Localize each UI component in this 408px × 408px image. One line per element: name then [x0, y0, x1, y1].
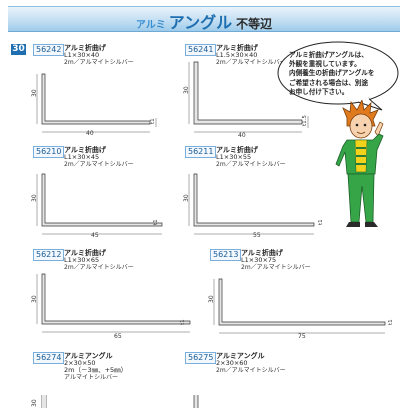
product-finish: アルマイトシルバー [64, 374, 118, 381]
height-dim: 30 [183, 194, 190, 202]
product-finish: 2m／アルマイトシルバー [216, 367, 286, 374]
product-name: アルミ折曲げ [216, 44, 258, 52]
product-dims: 2×30×50 [64, 359, 96, 367]
thickness-dim: t1 [153, 219, 159, 225]
product-name: アルミ折曲げ [64, 44, 106, 52]
product-code: 56274 [33, 352, 65, 364]
angle-drawing [36, 273, 191, 333]
angle-drawing [188, 61, 309, 133]
angle-drawing [41, 395, 47, 408]
product-code: 56211 [185, 146, 217, 158]
product-name: アルミアングル [216, 352, 265, 360]
product-finish: 2m／アルマイトシルバー [241, 264, 311, 271]
product-desc: アルミアングル 2×30×50 2m（－3㎜、+5㎜） アルマイトシルバー [64, 352, 127, 381]
height-dim: 30 [31, 194, 38, 202]
width-dim: 45 [91, 232, 99, 239]
thickness-dim: t1 [318, 219, 324, 225]
product-code: 56275 [185, 352, 217, 364]
product-finish: 2m／アルマイトシルバー [64, 264, 134, 271]
product-dims: L1×30×40 [64, 51, 100, 59]
width-dim: 40 [86, 130, 94, 137]
thickness-dim: t1 [150, 118, 156, 124]
product-length: 2m（－3㎜、+5㎜） [64, 366, 128, 374]
bubble-line: 外観を重視しています。 [289, 60, 361, 69]
title-prefix: アルミ [135, 20, 166, 31]
product-code: 56210 [33, 146, 65, 158]
product-desc: アルミ折曲げ L1.5×30×40 2m／アルマイトシルバー [216, 44, 286, 66]
width-dim: 40 [238, 132, 246, 139]
angle-drawing [36, 173, 163, 235]
product-dims: L1×30×75 [241, 256, 277, 264]
product-dims: L1×30×65 [64, 256, 100, 264]
angle-drawing [36, 73, 157, 133]
angle-drawing [193, 395, 199, 408]
page-title: アルミアングル不等辺 [8, 9, 400, 33]
bubble-line: お申し付け下さい。 [289, 87, 349, 96]
title-suffix: 不等辺 [236, 17, 273, 31]
bubble-line: ご希望される場合は、別途 [289, 78, 369, 87]
product-code: 56213 [210, 249, 242, 261]
header-banner: アルミアングル不等辺 [8, 6, 400, 32]
width-dim: 65 [114, 333, 122, 340]
page-number: 30 [11, 44, 26, 55]
product-dims: L1×30×55 [216, 153, 252, 161]
thickness-dim: t1 [180, 319, 186, 325]
height-dim: 30 [208, 295, 215, 303]
thickness-dim: t1 [388, 319, 394, 325]
mascot-character [335, 100, 384, 227]
width-dim: 55 [253, 232, 261, 239]
title-main: アングル [168, 13, 233, 32]
product-name: アルミ折曲げ [64, 146, 106, 154]
product-code: 56241 [185, 44, 217, 56]
thickness-dim: t1.5 [302, 115, 308, 126]
angle-drawing [213, 278, 386, 334]
product-finish: 2m／アルマイトシルバー [64, 59, 134, 66]
product-dims: L1.5×30×40 [216, 51, 258, 59]
height-dim: 30 [31, 295, 38, 303]
product-code: 56242 [33, 44, 65, 56]
product-finish: 2m／アルマイトシルバー [216, 59, 286, 66]
product-name: アルミ折曲げ [241, 249, 283, 257]
product-dims: 2×30×60 [216, 359, 248, 367]
product-dims: L1×30×45 [64, 153, 100, 161]
product-name: アルミ折曲げ [64, 249, 106, 257]
height-dim: 30 [31, 89, 38, 97]
width-dim: 75 [298, 333, 306, 340]
product-desc: アルミアングル 2×30×60 2m／アルマイトシルバー [216, 352, 286, 374]
product-desc: アルミ折曲げ L1×30×75 2m／アルマイトシルバー [241, 249, 311, 271]
angle-drawing [188, 173, 315, 235]
bubble-line: アルミ折曲げアングルは、 [289, 51, 368, 59]
speech-bubble: アルミ折曲げアングルは、 外観を重視しています。 内側養生の折曲げアングルを ご… [276, 40, 400, 111]
product-name: アルミアングル [64, 352, 113, 360]
bubble-line: 内側養生の折曲げアングルを [289, 69, 375, 78]
product-desc: アルミ折曲げ L1×30×45 2m／アルマイトシルバー [64, 146, 134, 168]
product-finish: 2m／アルマイトシルバー [64, 161, 134, 168]
height-dim: 30 [183, 86, 190, 94]
product-finish: 2m／アルマイトシルバー [216, 161, 286, 168]
bubble-text: アルミ折曲げアングルは、 外観を重視しています。 内側養生の折曲げアングルを ご… [289, 51, 374, 97]
product-desc: アルミ折曲げ L1×30×65 2m／アルマイトシルバー [64, 249, 134, 271]
product-code: 56212 [33, 249, 65, 261]
product-name: アルミ折曲げ [216, 146, 258, 154]
product-desc: アルミ折曲げ L1×30×40 2m／アルマイトシルバー [64, 44, 134, 66]
height-dim: 30 [31, 399, 38, 407]
product-desc: アルミ折曲げ L1×30×55 2m／アルマイトシルバー [216, 146, 286, 168]
